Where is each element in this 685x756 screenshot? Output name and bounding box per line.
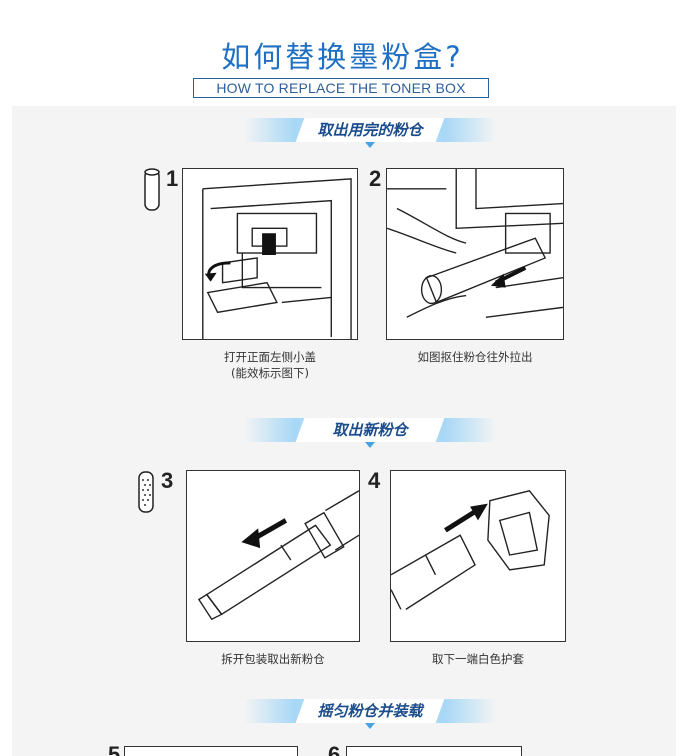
section-heading: 取出用完的粉仓 <box>317 121 423 139</box>
step-3-illustration <box>186 470 360 642</box>
caption-line: (能效标示图下) <box>231 366 309 380</box>
chevron-down-icon <box>365 142 375 148</box>
step-2-illustration <box>386 168 564 340</box>
empty-cartridge-icon <box>144 168 160 211</box>
instruction-panel: 取出用完的粉仓 1 打开正面左侧小盖 (能效标示图下) <box>12 106 676 756</box>
section-banner-shake-install: 摇匀粉仓并装载 <box>244 699 496 729</box>
section-heading: 取出新粉仓 <box>332 421 408 439</box>
chevron-down-icon <box>365 442 375 448</box>
caption-line: 拆开包装取出新粉仓 <box>221 652 325 666</box>
step-4-illustration <box>390 470 566 642</box>
page-title: 如何替换墨粉盒? <box>221 40 464 74</box>
step-caption: 如图抠住粉仓往外拉出 <box>386 349 564 365</box>
caption-line: 打开正面左侧小盖 <box>224 350 316 364</box>
section-banner-take-new: 取出新粉仓 <box>244 418 496 448</box>
caption-line: 取下一端白色护套 <box>432 652 524 666</box>
step-number: 6 <box>328 742 341 756</box>
step-number: 5 <box>108 742 121 756</box>
step-caption: 打开正面左侧小盖 (能效标示图下) <box>182 349 358 381</box>
step-caption: 取下一端白色护套 <box>390 651 566 667</box>
step-1-illustration <box>182 168 358 340</box>
step-number: 4 <box>368 468 381 493</box>
section-heading: 摇匀粉仓并装载 <box>317 702 423 720</box>
new-cartridge-icon <box>138 471 154 513</box>
caption-line: 如图抠住粉仓往外拉出 <box>417 350 533 364</box>
step-number: 2 <box>369 166 382 191</box>
page-subtitle: HOW TO REPLACE THE TONER BOX <box>193 78 489 98</box>
step-number: 3 <box>161 468 174 493</box>
chevron-down-icon <box>365 723 375 729</box>
step-6-illustration <box>346 746 522 756</box>
step-5-illustration <box>124 746 298 756</box>
section-banner-remove-used: 取出用完的粉仓 <box>244 118 496 148</box>
step-number: 1 <box>166 166 179 191</box>
step-caption: 拆开包装取出新粉仓 <box>186 651 360 667</box>
